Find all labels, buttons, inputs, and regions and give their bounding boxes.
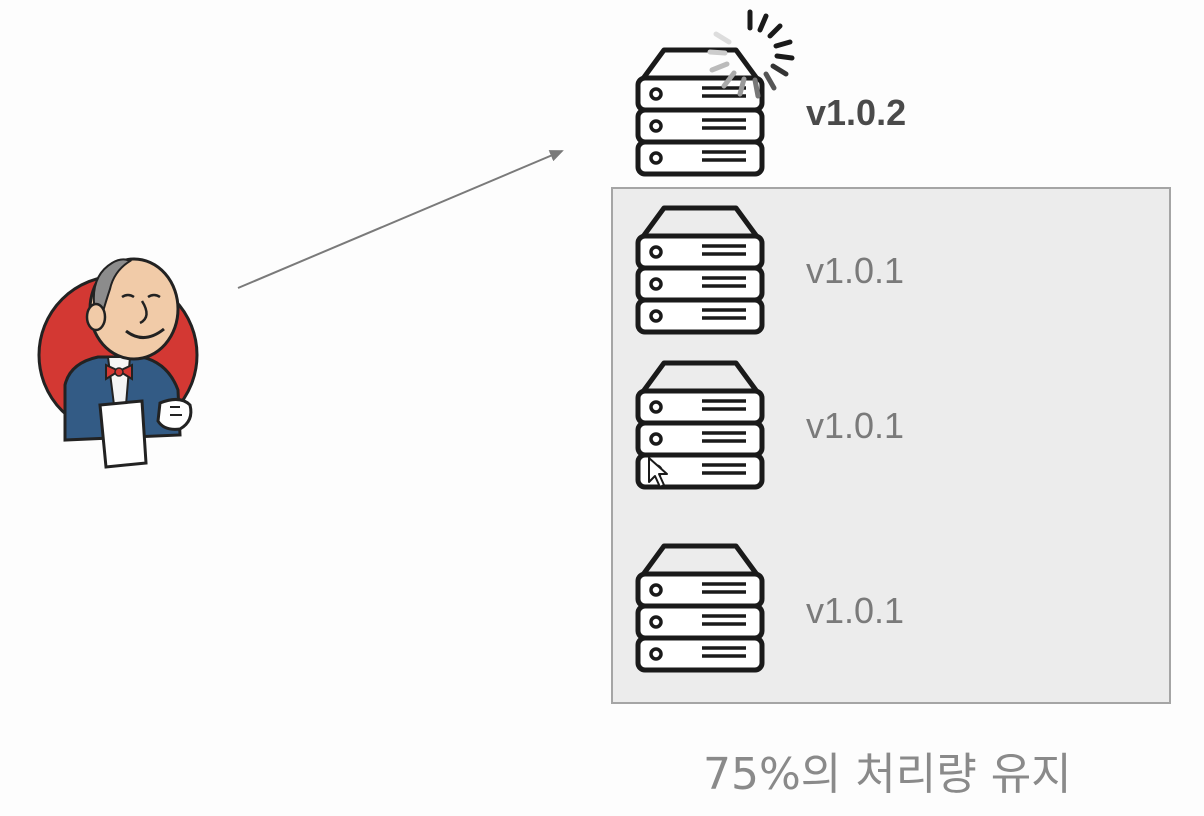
server-old-1 bbox=[634, 202, 766, 336]
server-old-3 bbox=[634, 540, 766, 674]
throughput-caption: 75%의 처리량 유지 bbox=[703, 749, 1072, 800]
old-version-label-2: v1.0.1 bbox=[806, 405, 905, 446]
deploy-arrow bbox=[230, 140, 570, 300]
mouse-pointer-icon bbox=[645, 456, 673, 490]
old-version-label-1: v1.0.1 bbox=[806, 250, 905, 291]
server-icon bbox=[634, 540, 766, 674]
server-icon bbox=[634, 202, 766, 336]
old-version-label-3: v1.0.1 bbox=[806, 590, 905, 631]
new-version-label: v1.0.2 bbox=[806, 92, 907, 133]
loading-spinner-icon bbox=[700, 4, 800, 104]
jenkins-icon bbox=[30, 245, 205, 475]
